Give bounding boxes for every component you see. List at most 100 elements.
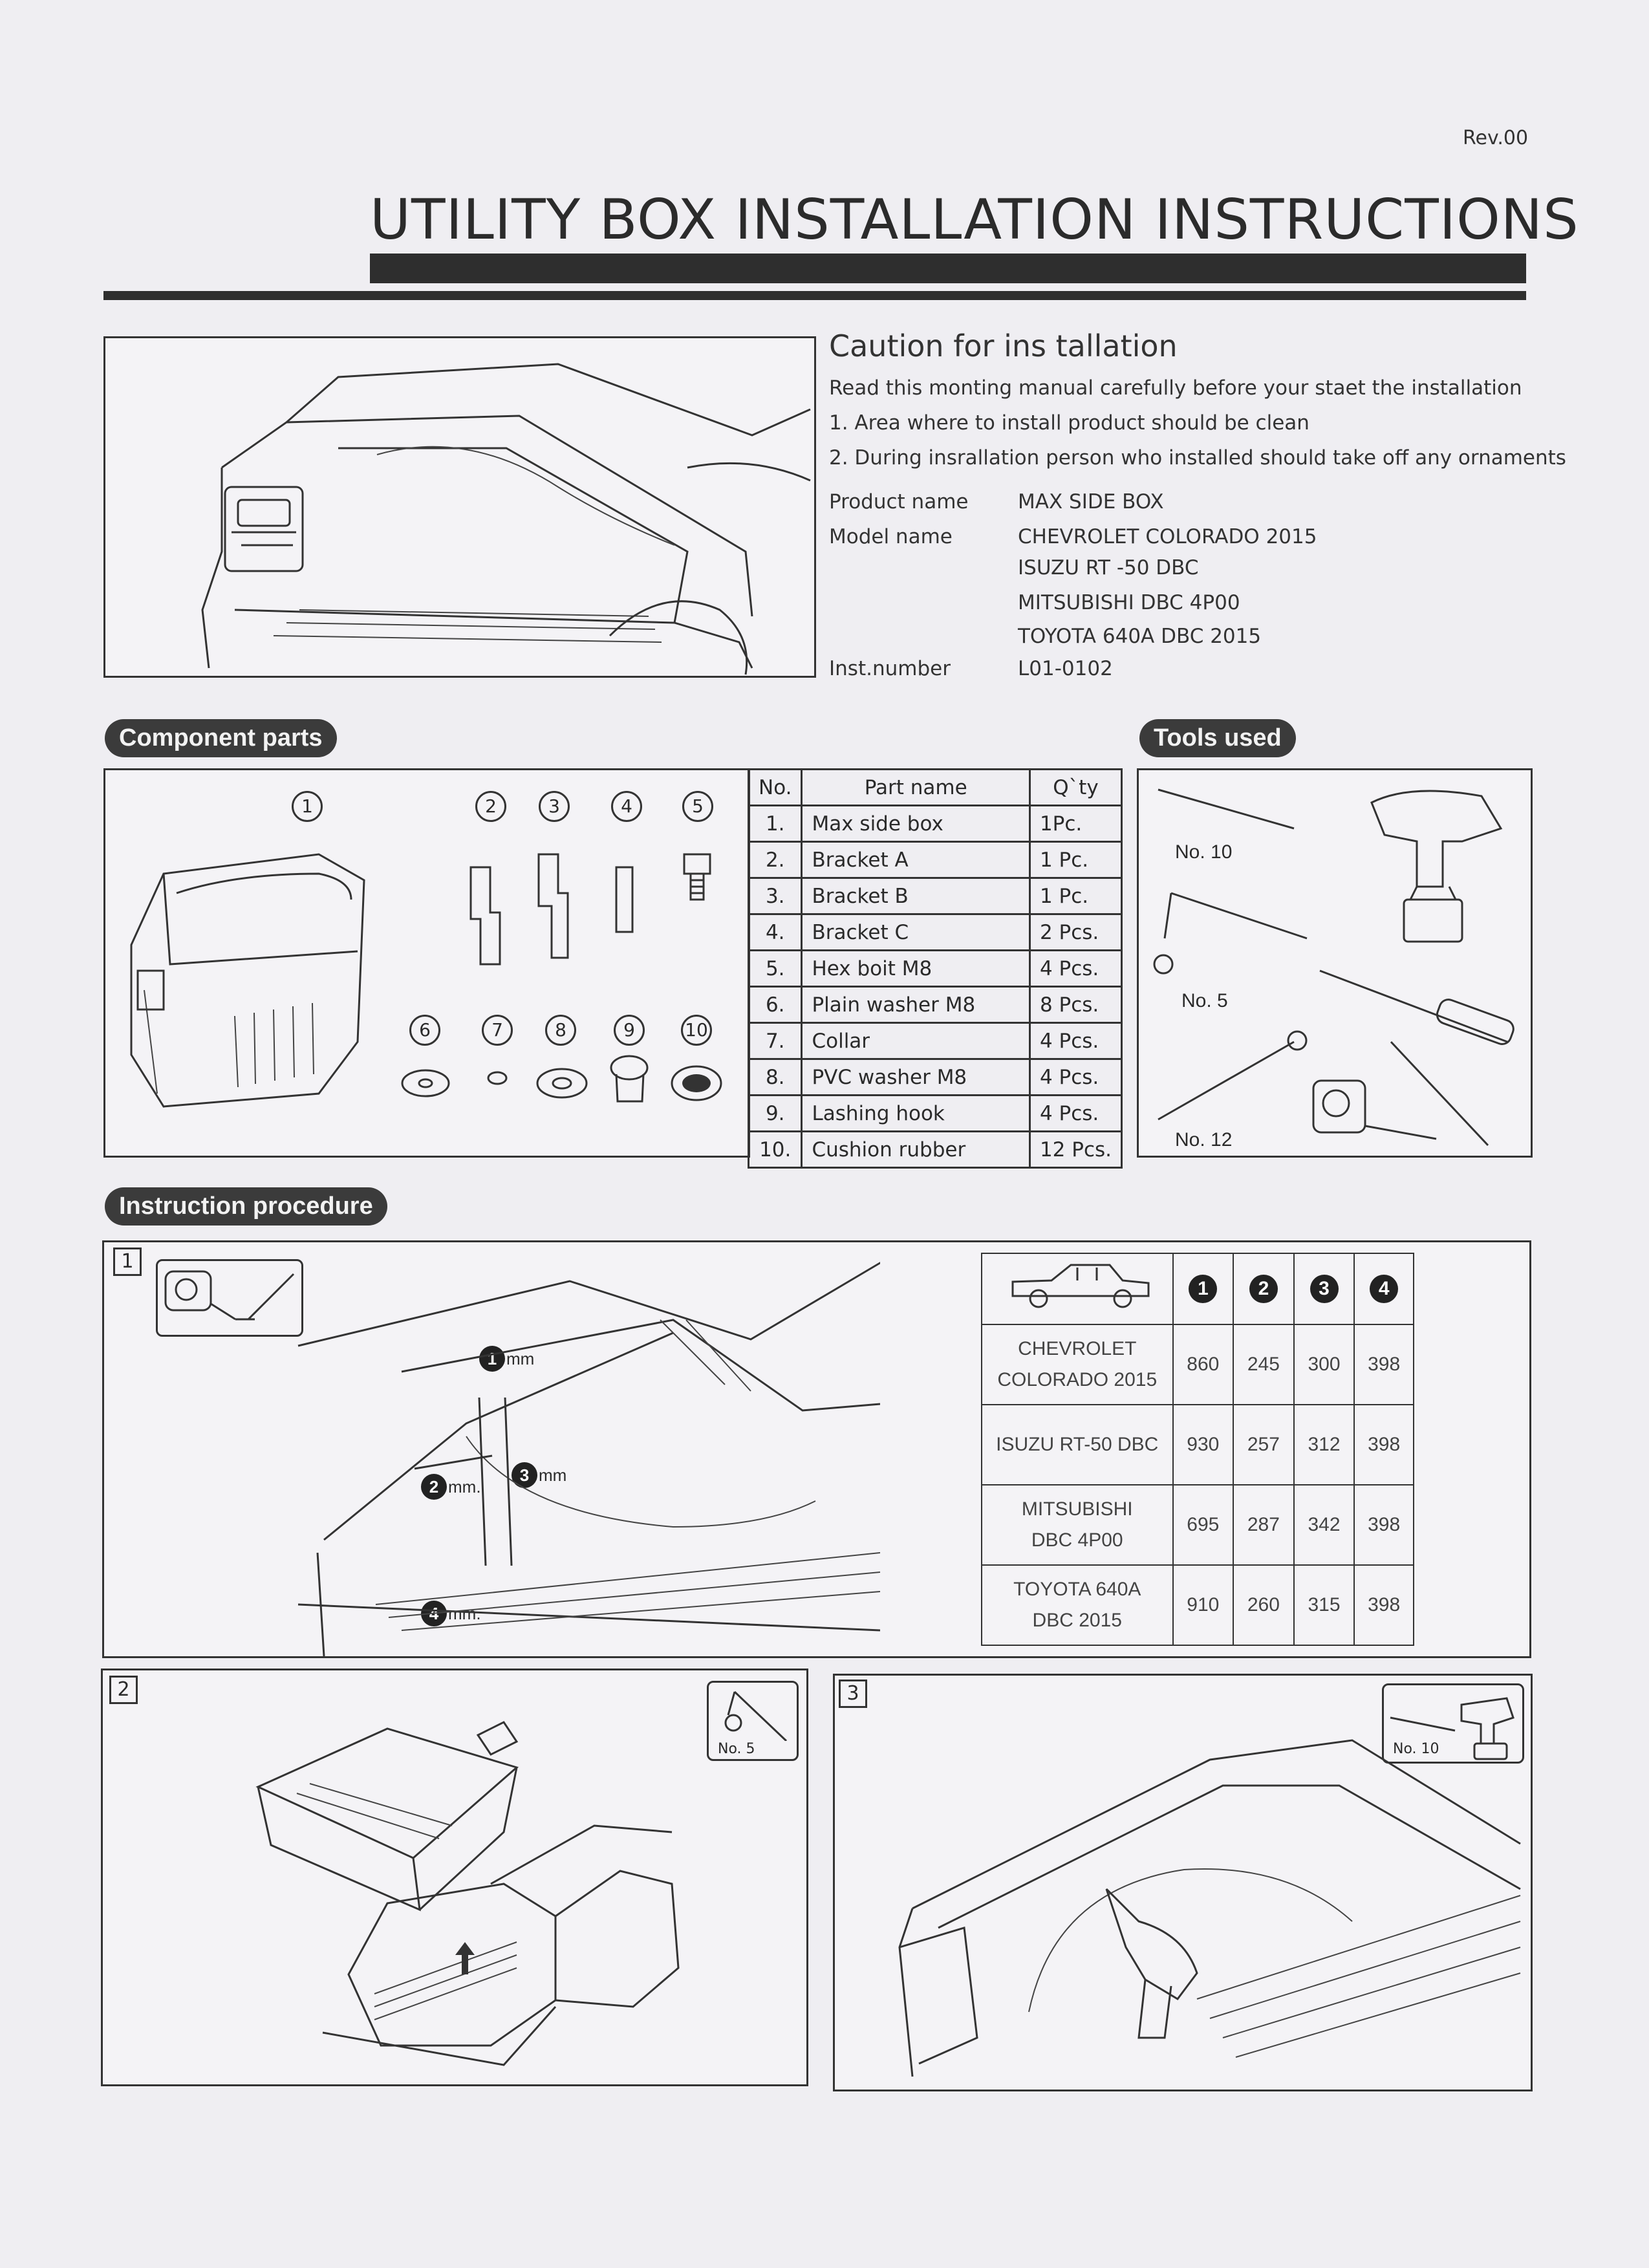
part-number-9: 9 xyxy=(614,1015,645,1046)
tools-used-heading: Tools used xyxy=(1139,719,1296,757)
part-qty: 1 Pc. xyxy=(1028,841,1123,879)
tool-label-no5: No. 5 xyxy=(1181,990,1228,1011)
part-name: Max side box xyxy=(801,805,1031,843)
step-1-tool-callout xyxy=(156,1259,303,1337)
dims-value: 398 xyxy=(1353,1404,1414,1485)
dims-header-2: 2 xyxy=(1233,1253,1295,1325)
dims-value: 695 xyxy=(1172,1484,1234,1566)
spanner-icon xyxy=(1158,1041,1295,1121)
title-rule xyxy=(103,291,1526,300)
part-number-1: 1 xyxy=(292,791,323,822)
part-number-10: 10 xyxy=(681,1015,712,1046)
truck-bed-illustration xyxy=(103,336,816,678)
truck-icon-cell xyxy=(981,1253,1174,1325)
dims-value: 860 xyxy=(1172,1324,1234,1405)
hex-key-icon xyxy=(724,1690,788,1742)
step-number-1: 1 xyxy=(113,1247,142,1276)
dims-value: 398 xyxy=(1353,1564,1414,1646)
dims-value: 257 xyxy=(1233,1404,1295,1485)
parts-header-qty: Q`ty xyxy=(1028,768,1123,806)
dims-value: 300 xyxy=(1293,1324,1355,1405)
dims-header-4: 4 xyxy=(1353,1253,1414,1325)
drill-bit-icon xyxy=(1158,788,1295,830)
part-name: Bracket C xyxy=(801,913,1031,951)
dims-value: 398 xyxy=(1353,1324,1414,1405)
part-qty: 1Pc. xyxy=(1028,805,1123,843)
part-number-8: 8 xyxy=(545,1015,576,1046)
model-name-4: TOYOTA 640A DBC 2015 xyxy=(1018,625,1262,648)
step-3-panel: 3 No. 10 xyxy=(833,1674,1533,2091)
part-number-6: 6 xyxy=(409,1015,440,1046)
caution-line-2: 2. During insrallation person who instal… xyxy=(829,446,1566,470)
part-no: 9. xyxy=(747,1094,803,1132)
part-number-3: 3 xyxy=(539,791,570,822)
title-underline-bar xyxy=(370,254,1526,283)
part-no: 10. xyxy=(747,1130,803,1169)
dims-value: 398 xyxy=(1353,1484,1414,1566)
step-3-drawing xyxy=(898,1739,1521,2077)
product-name-value: MAX SIDE BOX xyxy=(1018,490,1164,513)
dims-value: 910 xyxy=(1172,1564,1234,1646)
dims-header-1: 1 xyxy=(1172,1253,1234,1325)
part-number-7: 7 xyxy=(482,1015,513,1046)
parts-drawing xyxy=(130,853,722,1108)
part-name: Bracket A xyxy=(801,841,1031,879)
cordless-drill-icon xyxy=(1370,790,1503,888)
step-1-drawing xyxy=(297,1262,880,1656)
part-number-2: 2 xyxy=(475,791,506,822)
page-title: UTILITY BOX INSTALLATION INSTRUCTIONS xyxy=(370,188,1579,252)
model-name-3: MITSUBISHI DBC 4P00 xyxy=(1018,591,1240,614)
part-no: 5. xyxy=(747,949,803,988)
part-name: Bracket B xyxy=(801,877,1031,915)
caution-line-intro: Read this monting manual carefully befor… xyxy=(829,376,1522,400)
tape-measure-icon xyxy=(1312,1079,1366,1134)
instruction-procedure-heading: Instruction procedure xyxy=(105,1187,387,1226)
component-parts-panel: 1 2 3 4 5 6 7 8 9 10 xyxy=(103,768,750,1158)
truck-bed-drawing xyxy=(201,363,811,675)
part-no: 1. xyxy=(747,805,803,843)
part-no: 2. xyxy=(747,841,803,879)
step-2-drawing xyxy=(255,1721,680,2066)
part-no: 8. xyxy=(747,1058,803,1096)
part-qty: 4 Pcs. xyxy=(1028,949,1123,988)
step-3-tool-callout: No. 10 xyxy=(1382,1683,1524,1764)
component-parts-heading: Component parts xyxy=(105,719,337,757)
step-2-tool-label: No. 5 xyxy=(718,1741,755,1757)
dims-value: 342 xyxy=(1293,1484,1355,1566)
part-number-5: 5 xyxy=(682,791,713,822)
step-2-panel: 2 No. 5 xyxy=(101,1669,808,2086)
dims-value: 260 xyxy=(1233,1564,1295,1646)
part-name: Hex boit M8 xyxy=(801,949,1031,988)
part-name: Lashing hook xyxy=(801,1094,1031,1132)
drill-and-bit-icon xyxy=(1390,1697,1514,1760)
step-number-2: 2 xyxy=(109,1676,138,1704)
pencil-icon xyxy=(1390,1041,1489,1147)
part-qty: 4 Pcs. xyxy=(1028,1022,1123,1060)
revision-label: Rev.00 xyxy=(1463,127,1529,149)
model-name-2: ISUZU RT -50 DBC xyxy=(1018,556,1199,579)
caution-line-1: 1. Area where to install product should … xyxy=(829,411,1310,435)
caution-title: Caution for ins tallation xyxy=(829,329,1178,363)
part-qty: 8 Pcs. xyxy=(1028,986,1123,1024)
dims-value: 245 xyxy=(1233,1324,1295,1405)
step-number-3: 3 xyxy=(839,1679,867,1708)
tape-and-pencil-icon xyxy=(164,1270,295,1321)
part-no: 3. xyxy=(747,877,803,915)
inst-number-value: L01-0102 xyxy=(1018,657,1113,680)
dims-value: 315 xyxy=(1293,1564,1355,1646)
product-name-label: Product name xyxy=(829,490,969,513)
